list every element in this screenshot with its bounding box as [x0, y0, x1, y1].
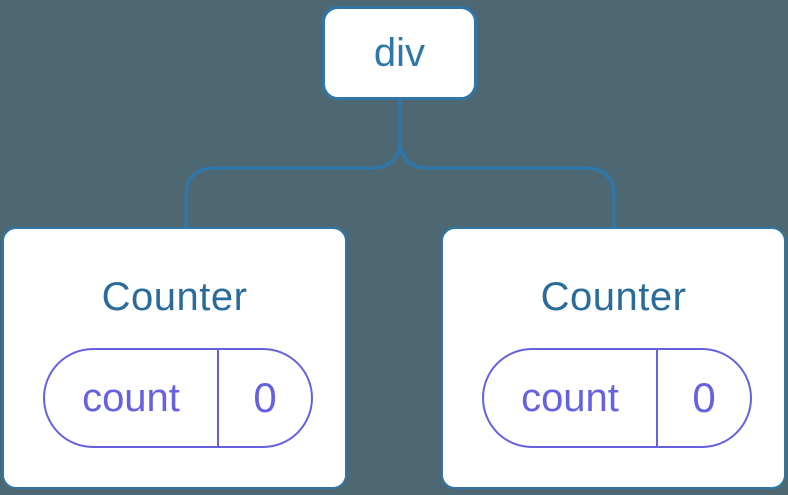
state-pill: count 0 [43, 348, 313, 448]
pill-divider [656, 350, 658, 446]
component-title: Counter [540, 275, 687, 319]
state-value: 0 [692, 374, 716, 421]
state-key: count [82, 375, 180, 420]
state-value: 0 [253, 374, 277, 421]
connector-left-branch [184, 100, 402, 227]
pill-divider [217, 350, 219, 446]
connector-right-branch [398, 100, 616, 227]
tree-node-div: div [322, 6, 477, 100]
tree-node-counter-right: Counter count 0 [441, 227, 786, 489]
component-title: Counter [101, 275, 248, 319]
tree-node-counter-left: Counter count 0 [2, 227, 347, 489]
root-node-label: div [373, 30, 426, 75]
state-pill: count 0 [482, 348, 752, 448]
state-key: count [521, 375, 619, 420]
